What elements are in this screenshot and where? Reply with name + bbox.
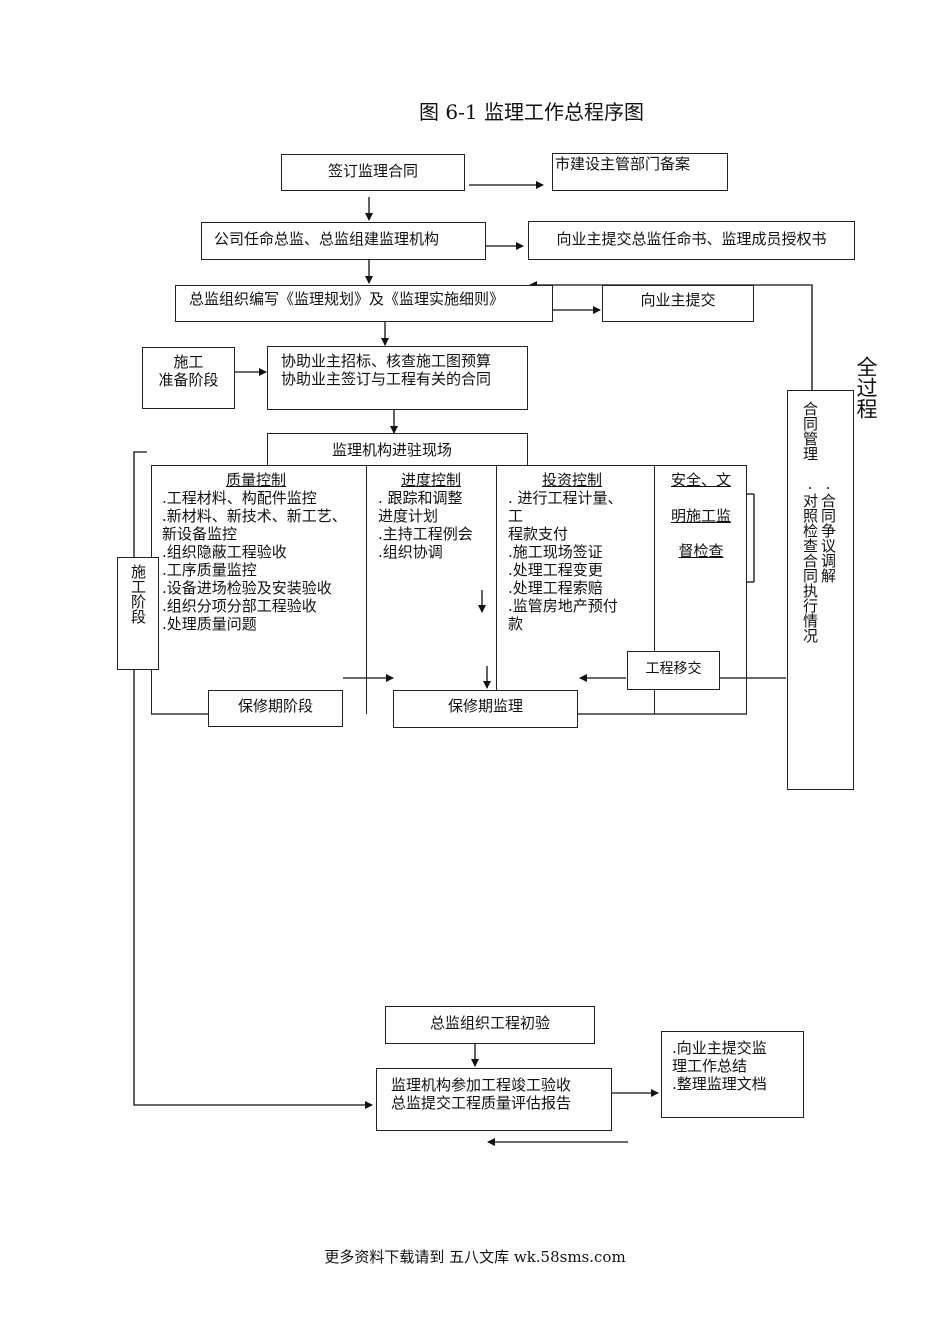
contract-mgmt-box: 合同管理 .对照检查合同执行情况 .合同争议调解 [787,390,854,790]
sign-contract-box: 签订监理合同 [281,154,465,191]
summary-line3: .整理监理文档 [672,1075,767,1093]
final-acceptance-line1: 监理机构参加工程竣工验收 [391,1076,572,1094]
city-record-label: 市建设主管部门备案 [555,155,691,173]
summary-line1: .向业主提交监 [672,1039,767,1057]
progress-item: 进度计划 [378,507,439,525]
contract-mgmt-label: 合同管理 [801,401,819,461]
quality-item: .工序质量监控 [162,561,257,579]
sign-contract-label: 签订监理合同 [327,162,418,180]
warranty-supervision-label: 保修期监理 [447,697,523,715]
investment-item: .处理工程变更 [508,561,603,579]
quality-list: .工程材料、构配件监控 .新材料、新技术、新工艺、 新设备监控 .组织隐蔽工程验… [162,489,347,633]
plan-box: 总监组织编写《监理规划》及《监理实施细则》 [175,285,553,322]
quality-item: .工程材料、构配件监控 [162,489,317,507]
investment-item: . 进行工程计量、 [508,489,623,507]
summary-box: .向业主提交监 理工作总结 .整理监理文档 [661,1031,804,1118]
appoint-label: 公司任命总监、总监组建监理机构 [214,230,440,248]
prep-stage-box: 施工 准备阶段 [142,347,235,409]
safety-line3: 督检查 [678,542,724,560]
investment-item: .监管房地产预付 [508,597,618,615]
investment-item: 工 [508,507,524,525]
submit-owner-label: 向业主提交 [640,291,716,309]
progress-item: .组织协调 [378,543,443,561]
summary-line2: 理工作总结 [672,1057,748,1075]
construction-stage-label: 施工阶段 [129,564,147,624]
plan-label: 总监组织编写《监理规划》及《监理实施细则》 [189,290,505,308]
assist-box: 协助业主招标、核查施工图预算 协助业主签订与工程有关的合同 [267,346,528,410]
quality-heading: 质量控制 [226,471,287,489]
final-acceptance-line2: 总监提交工程质量评估报告 [391,1094,572,1112]
quality-item: 新设备监控 [162,525,238,543]
handover-label: 工程移交 [645,661,702,677]
investment-item: .施工现场签证 [508,543,603,561]
construction-stage-box: 施工阶段 [117,557,159,670]
submit-owner-box: 向业主提交 [602,285,754,322]
enter-site-box: 监理机构进驻现场 [267,433,528,466]
warranty-stage-box: 保修期阶段 [208,690,343,727]
prep-stage-line1: 施工 [173,353,204,371]
investment-item: 款 [508,615,524,633]
investment-list: . 进行工程计量、 工 程款支付 .施工现场签证 .处理工程变更 .处理工程索赔… [508,489,623,633]
quality-item: .设备进场检验及安装验收 [162,579,332,597]
handover-box: 工程移交 [627,651,720,690]
warranty-stage-label: 保修期阶段 [237,697,313,715]
warranty-supervision-box: 保修期监理 [393,690,578,728]
dispute-label: .合同争议调解 [819,475,837,583]
diagram-title: 图 6-1 监理工作总程序图 [419,100,644,124]
initial-acceptance-label: 总监组织工程初验 [429,1014,550,1032]
safety-divider [654,465,655,714]
assist-line2: 协助业主签订与工程有关的合同 [281,370,492,388]
safety-line1: 安全、文 [670,471,731,489]
quality-item: .组织隐蔽工程验收 [162,543,287,561]
progress-heading: 进度控制 [401,471,462,489]
quality-item: .处理质量问题 [162,615,257,633]
progress-item: .主持工程例会 [378,525,473,543]
progress-item: . 跟踪和调整 [378,489,463,507]
appoint-box: 公司任命总监、总监组建监理机构 [201,222,486,260]
prep-stage-line2: 准备阶段 [158,371,219,389]
progress-column [366,465,497,714]
final-acceptance-box: 监理机构参加工程竣工验收 总监提交工程质量评估报告 [376,1068,612,1131]
quality-item: .组织分项分部工程验收 [162,597,317,615]
assist-line1: 协助业主招标、核查施工图预算 [281,352,492,370]
arrow-to-final-acceptance [133,451,373,1109]
investment-heading: 投资控制 [542,471,603,489]
progress-list: . 跟踪和调整 进度计划 .主持工程例会 .组织协调 [378,489,473,561]
check-contract-label: .对照检查合同执行情况 [801,475,819,643]
footer-text: 更多资料下载请到 五八文库 wk.58sms.com [324,1248,626,1266]
submit-appoint-box: 向业主提交总监任命书、监理成员授权书 [528,221,855,260]
city-record-box: 市建设主管部门备案 [552,153,728,191]
safety-line2: 明施工监 [670,507,731,525]
submit-appoint-label: 向业主提交总监任命书、监理成员授权书 [556,230,827,248]
whole-process-label: 全过程 [854,356,878,419]
initial-acceptance-box: 总监组织工程初验 [385,1006,595,1044]
investment-item: 程款支付 [508,525,569,543]
quality-item: .新材料、新技术、新工艺、 [162,507,347,525]
investment-item: .处理工程索赔 [508,579,603,597]
enter-site-label: 监理机构进驻现场 [332,441,453,459]
